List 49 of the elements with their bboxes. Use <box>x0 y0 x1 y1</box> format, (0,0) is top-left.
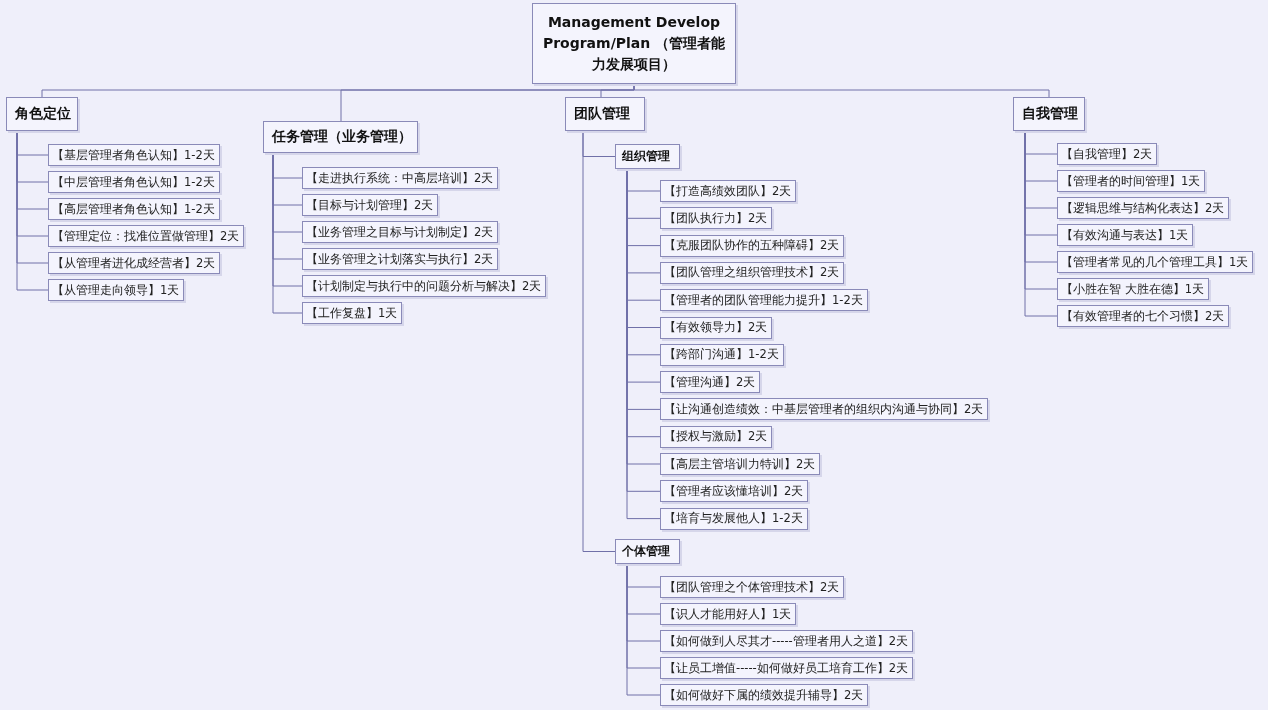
course-box: 【有效沟通与表达】1天 <box>1057 224 1194 246</box>
course-box: 【计划制定与执行中的问题分析与解决】2天 <box>302 275 547 297</box>
connector-line <box>582 130 616 552</box>
course-box: 【如何做好下属的绩效提升辅导】2天 <box>660 684 869 706</box>
course-box: 【从管理走向领导】1天 <box>48 279 185 301</box>
course-box: 【小胜在智 大胜在德】1天 <box>1057 278 1209 300</box>
course-box: 【自我管理】2天 <box>1057 143 1158 165</box>
course-box: 【管理沟通】2天 <box>660 371 761 394</box>
course-box: 【让员工增值-----如何做好员工培育工作】2天 <box>660 657 914 679</box>
course-box: 【管理者的时间管理】1天 <box>1057 170 1206 192</box>
course-box: 【授权与激励】2天 <box>660 425 773 448</box>
course-box: 【有效领导力】2天 <box>660 316 773 339</box>
course-box: 【打造高绩效团队】2天 <box>660 180 797 202</box>
course-box: 【团队管理之个体管理技术】2天 <box>660 576 845 598</box>
connector-line <box>626 563 661 696</box>
course-box: 【克服团队协作的五种障碍】2天 <box>660 234 845 257</box>
connector-line <box>272 152 303 314</box>
root-box: Management Develop Program/Plan （管理者能力发展项目） <box>532 3 736 84</box>
topic-box: 任务管理（业务管理） <box>263 121 418 153</box>
course-box: 【管理者的团队管理能力提升】1-2天 <box>660 289 868 312</box>
subtopic-box: 组织管理 <box>615 144 680 169</box>
topic-box: 自我管理 <box>1013 97 1085 131</box>
course-box: 【有效管理者的七个习惯】2天 <box>1057 305 1230 327</box>
subtopic-box: 个体管理 <box>615 539 680 564</box>
course-box: 【团队管理之组织管理技术】2天 <box>660 261 845 284</box>
course-box: 【目标与计划管理】2天 <box>302 194 439 216</box>
course-box: 【业务管理之计划落实与执行】2天 <box>302 248 499 270</box>
course-box: 【识人才能用好人】1天 <box>660 603 797 625</box>
course-box: 【高层主管培训力特训】2天 <box>660 453 821 475</box>
course-box: 【管理者常见的几个管理工具】1天 <box>1057 251 1254 273</box>
connector-line <box>633 83 1050 98</box>
course-box: 【让沟通创造绩效：中基层管理者的组织内沟通与协同】2天 <box>660 398 989 421</box>
course-box: 【管理定位：找准位置做管理】2天 <box>48 225 245 247</box>
course-box: 【基层管理者角色认知】1-2天 <box>48 144 220 166</box>
course-box: 【培育与发展他人】1-2天 <box>660 507 808 530</box>
topic-box: 团队管理 <box>565 97 645 131</box>
topic-box: 角色定位 <box>6 97 78 131</box>
course-box: 【走进执行系统：中高层培训】2天 <box>302 167 499 189</box>
course-box: 【从管理者进化成经营者】2天 <box>48 252 221 274</box>
course-box: 【中层管理者角色认知】1-2天 <box>48 171 220 193</box>
course-box: 【工作复盘】1天 <box>302 302 403 324</box>
course-box: 【高层管理者角色认知】1-2天 <box>48 198 220 220</box>
course-box: 【团队执行力】2天 <box>660 207 773 230</box>
course-box: 【跨部门沟通】1-2天 <box>660 343 784 366</box>
course-box: 【管理者应该懂培训】2天 <box>660 480 809 503</box>
course-box: 【如何做到人尽其才-----管理者用人之道】2天 <box>660 630 914 652</box>
course-box: 【逻辑思维与结构化表达】2天 <box>1057 197 1230 219</box>
connector-line <box>16 130 49 291</box>
course-box: 【业务管理之目标与计划制定】2天 <box>302 221 499 243</box>
